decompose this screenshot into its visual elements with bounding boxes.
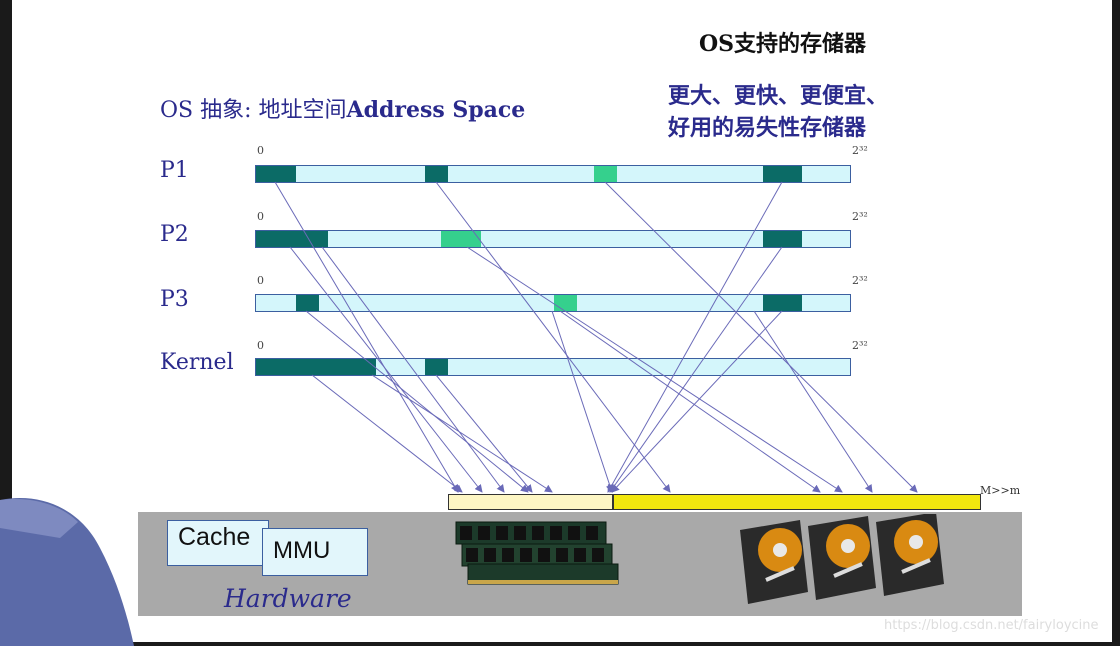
mapping-arrow [274,181,459,493]
address-bar-p2 [255,230,851,248]
physical-memory-disk [613,494,981,510]
row-p3-start-tick: 0 [257,274,264,287]
mapping-arrow [607,181,783,493]
segment [763,231,802,247]
physical-memory-label: M>>m [980,484,1021,497]
row-label-p2: P2 [160,222,189,247]
segment [256,166,296,182]
segment [256,359,376,375]
mapping-arrow [753,310,873,493]
mapping-arrow [604,181,918,493]
mapping-arrow [311,374,463,493]
row-p3-end-tick: 2³² [852,274,868,287]
segment [425,166,448,182]
mapping-arrow [609,246,783,493]
cache-label: Cache [178,523,251,551]
row-label-kernel: Kernel [160,350,234,375]
mapping-arrow [371,374,553,493]
row-label-p1: P1 [160,158,189,183]
segment [425,359,448,375]
mapping-arrow [611,310,783,493]
mapping-arrow [305,310,529,493]
mmu-box: MMU [262,528,368,576]
address-space-title-bold: Address Space [346,97,526,123]
row-kernel-start-tick: 0 [257,339,264,352]
segment [763,166,802,182]
mmu-label: MMU [273,537,331,564]
row-p2-start-tick: 0 [257,210,264,223]
address-space-title: OS 抽象: 地址空间Address Space [160,92,525,124]
mapping-arrow [559,310,821,493]
row-label-p3: P3 [160,287,189,312]
hard-disks-icon [740,514,944,604]
mapping-arrow [551,310,614,493]
address-bar-kernel [255,358,851,376]
row-kernel-end-tick: 2³² [852,339,868,352]
presenter-silhouette-icon [0,498,134,646]
cache-box: Cache [167,520,269,566]
segment [763,295,802,311]
segment [441,231,481,247]
slide: OS支持的存储器 更大、更快、更便宜、 好用的易失性存储器 OS 抽象: 地址空… [12,0,1112,642]
row-p1-end-tick: 2³² [852,144,868,157]
subtitle-line-2: 好用的易失性存储器 [668,115,867,141]
mapping-arrows [274,181,918,493]
segment [594,166,617,182]
mapping-arrow [466,246,843,493]
ram-modules-icon [455,521,619,585]
os-memory-title: OS支持的存储器 [699,31,867,57]
mapping-arrow [289,246,483,493]
os-memory-subtitle: 更大、更快、更便宜、 好用的易失性存储器 [668,80,968,144]
row-p2-end-tick: 2³² [852,210,868,223]
physical-memory-used [448,494,613,510]
mapping-arrow [435,181,671,493]
mapping-arrow [435,374,533,493]
address-space-title-prefix: OS 抽象: 地址空间 [160,98,347,123]
address-bar-p1 [255,165,851,183]
segment [256,231,328,247]
segment [296,295,319,311]
mapping-arrow [321,246,505,493]
row-p1-start-tick: 0 [257,144,264,157]
hardware-label: Hardware [224,584,352,613]
watermark: https://blog.csdn.net/fairyloycine [884,618,1099,633]
subtitle-line-1: 更大、更快、更便宜、 [668,83,889,109]
